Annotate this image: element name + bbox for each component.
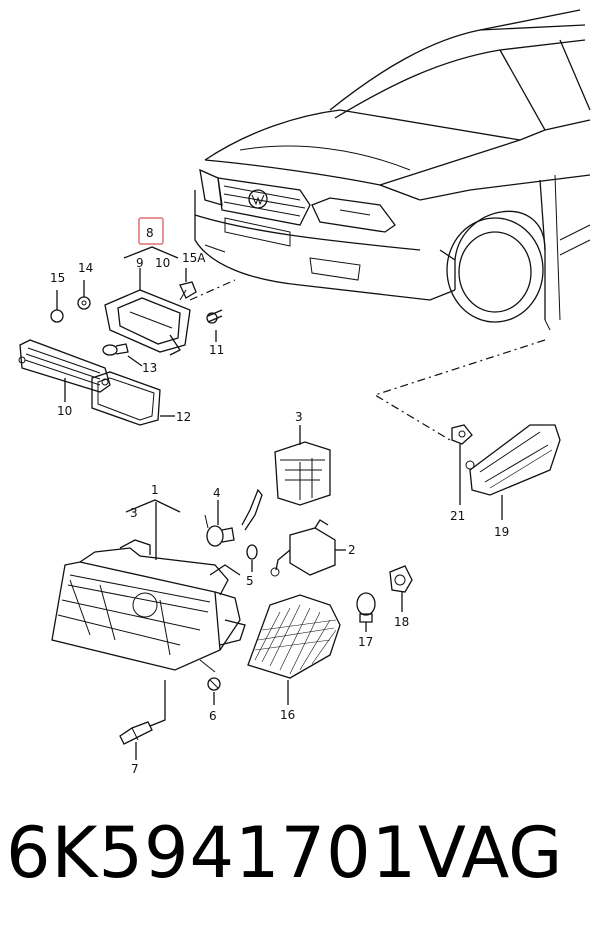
mounting-bolt xyxy=(119,721,153,745)
headlight-range-motor xyxy=(270,519,336,577)
part-number-text: 6K5941701 xyxy=(6,812,418,894)
label-12: 12 xyxy=(176,410,191,424)
label-1: 1 xyxy=(151,483,159,497)
label-15a: 15A xyxy=(182,251,206,265)
side-marker-bulb xyxy=(246,544,258,560)
car-front-illustration xyxy=(194,9,591,331)
label-9: 9 xyxy=(136,256,144,270)
label-8: 8 xyxy=(146,226,154,240)
label-16: 16 xyxy=(280,708,295,722)
label-11: 11 xyxy=(209,343,224,357)
turn-signal-bulb xyxy=(356,592,376,623)
headlight-bulb xyxy=(204,514,235,547)
label-3-bracket: 3 xyxy=(130,506,138,520)
bulb-retaining-clip xyxy=(241,488,263,531)
callout-leaders xyxy=(56,246,503,760)
fog-light-gasket xyxy=(91,371,161,426)
highlight-box xyxy=(138,217,164,245)
label-18: 18 xyxy=(394,615,409,629)
fog-light-housing xyxy=(50,281,223,356)
dashed-leader-lines xyxy=(189,279,546,441)
label-2: 2 xyxy=(348,543,356,557)
footer: 6K5941701 VAG xyxy=(0,818,600,928)
headlight-assembly xyxy=(51,539,246,673)
side-marker-lamp xyxy=(465,424,561,496)
label-13: 13 xyxy=(142,361,157,375)
label-3-top: 3 xyxy=(295,410,303,424)
headlight-cover-cap xyxy=(274,441,331,506)
label-15: 15 xyxy=(50,271,65,285)
label-17: 17 xyxy=(358,635,373,649)
adjusting-screw xyxy=(207,677,221,691)
part-number-labels: 8 9 10 15A 15 14 11 13 10 12 3 1 3 4 2 5… xyxy=(50,226,509,776)
label-6: 6 xyxy=(209,709,217,723)
fog-light-lens xyxy=(18,339,111,393)
parts-exploded-diagram: 8 9 10 15A 15 14 11 13 10 12 3 1 3 4 2 5… xyxy=(18,9,591,776)
label-21: 21 xyxy=(450,509,465,523)
label-19: 19 xyxy=(494,525,509,539)
label-7: 7 xyxy=(131,762,139,776)
label-5: 5 xyxy=(246,574,254,588)
bulb-socket xyxy=(389,565,413,593)
turn-signal-lamp xyxy=(247,594,341,679)
label-10-bottom: 10 xyxy=(57,404,72,418)
label-4: 4 xyxy=(213,486,221,500)
brand-text: VAG xyxy=(418,812,563,894)
label-10-top: 10 xyxy=(155,256,170,270)
label-14: 14 xyxy=(78,261,93,275)
side-marker-socket xyxy=(451,424,473,445)
